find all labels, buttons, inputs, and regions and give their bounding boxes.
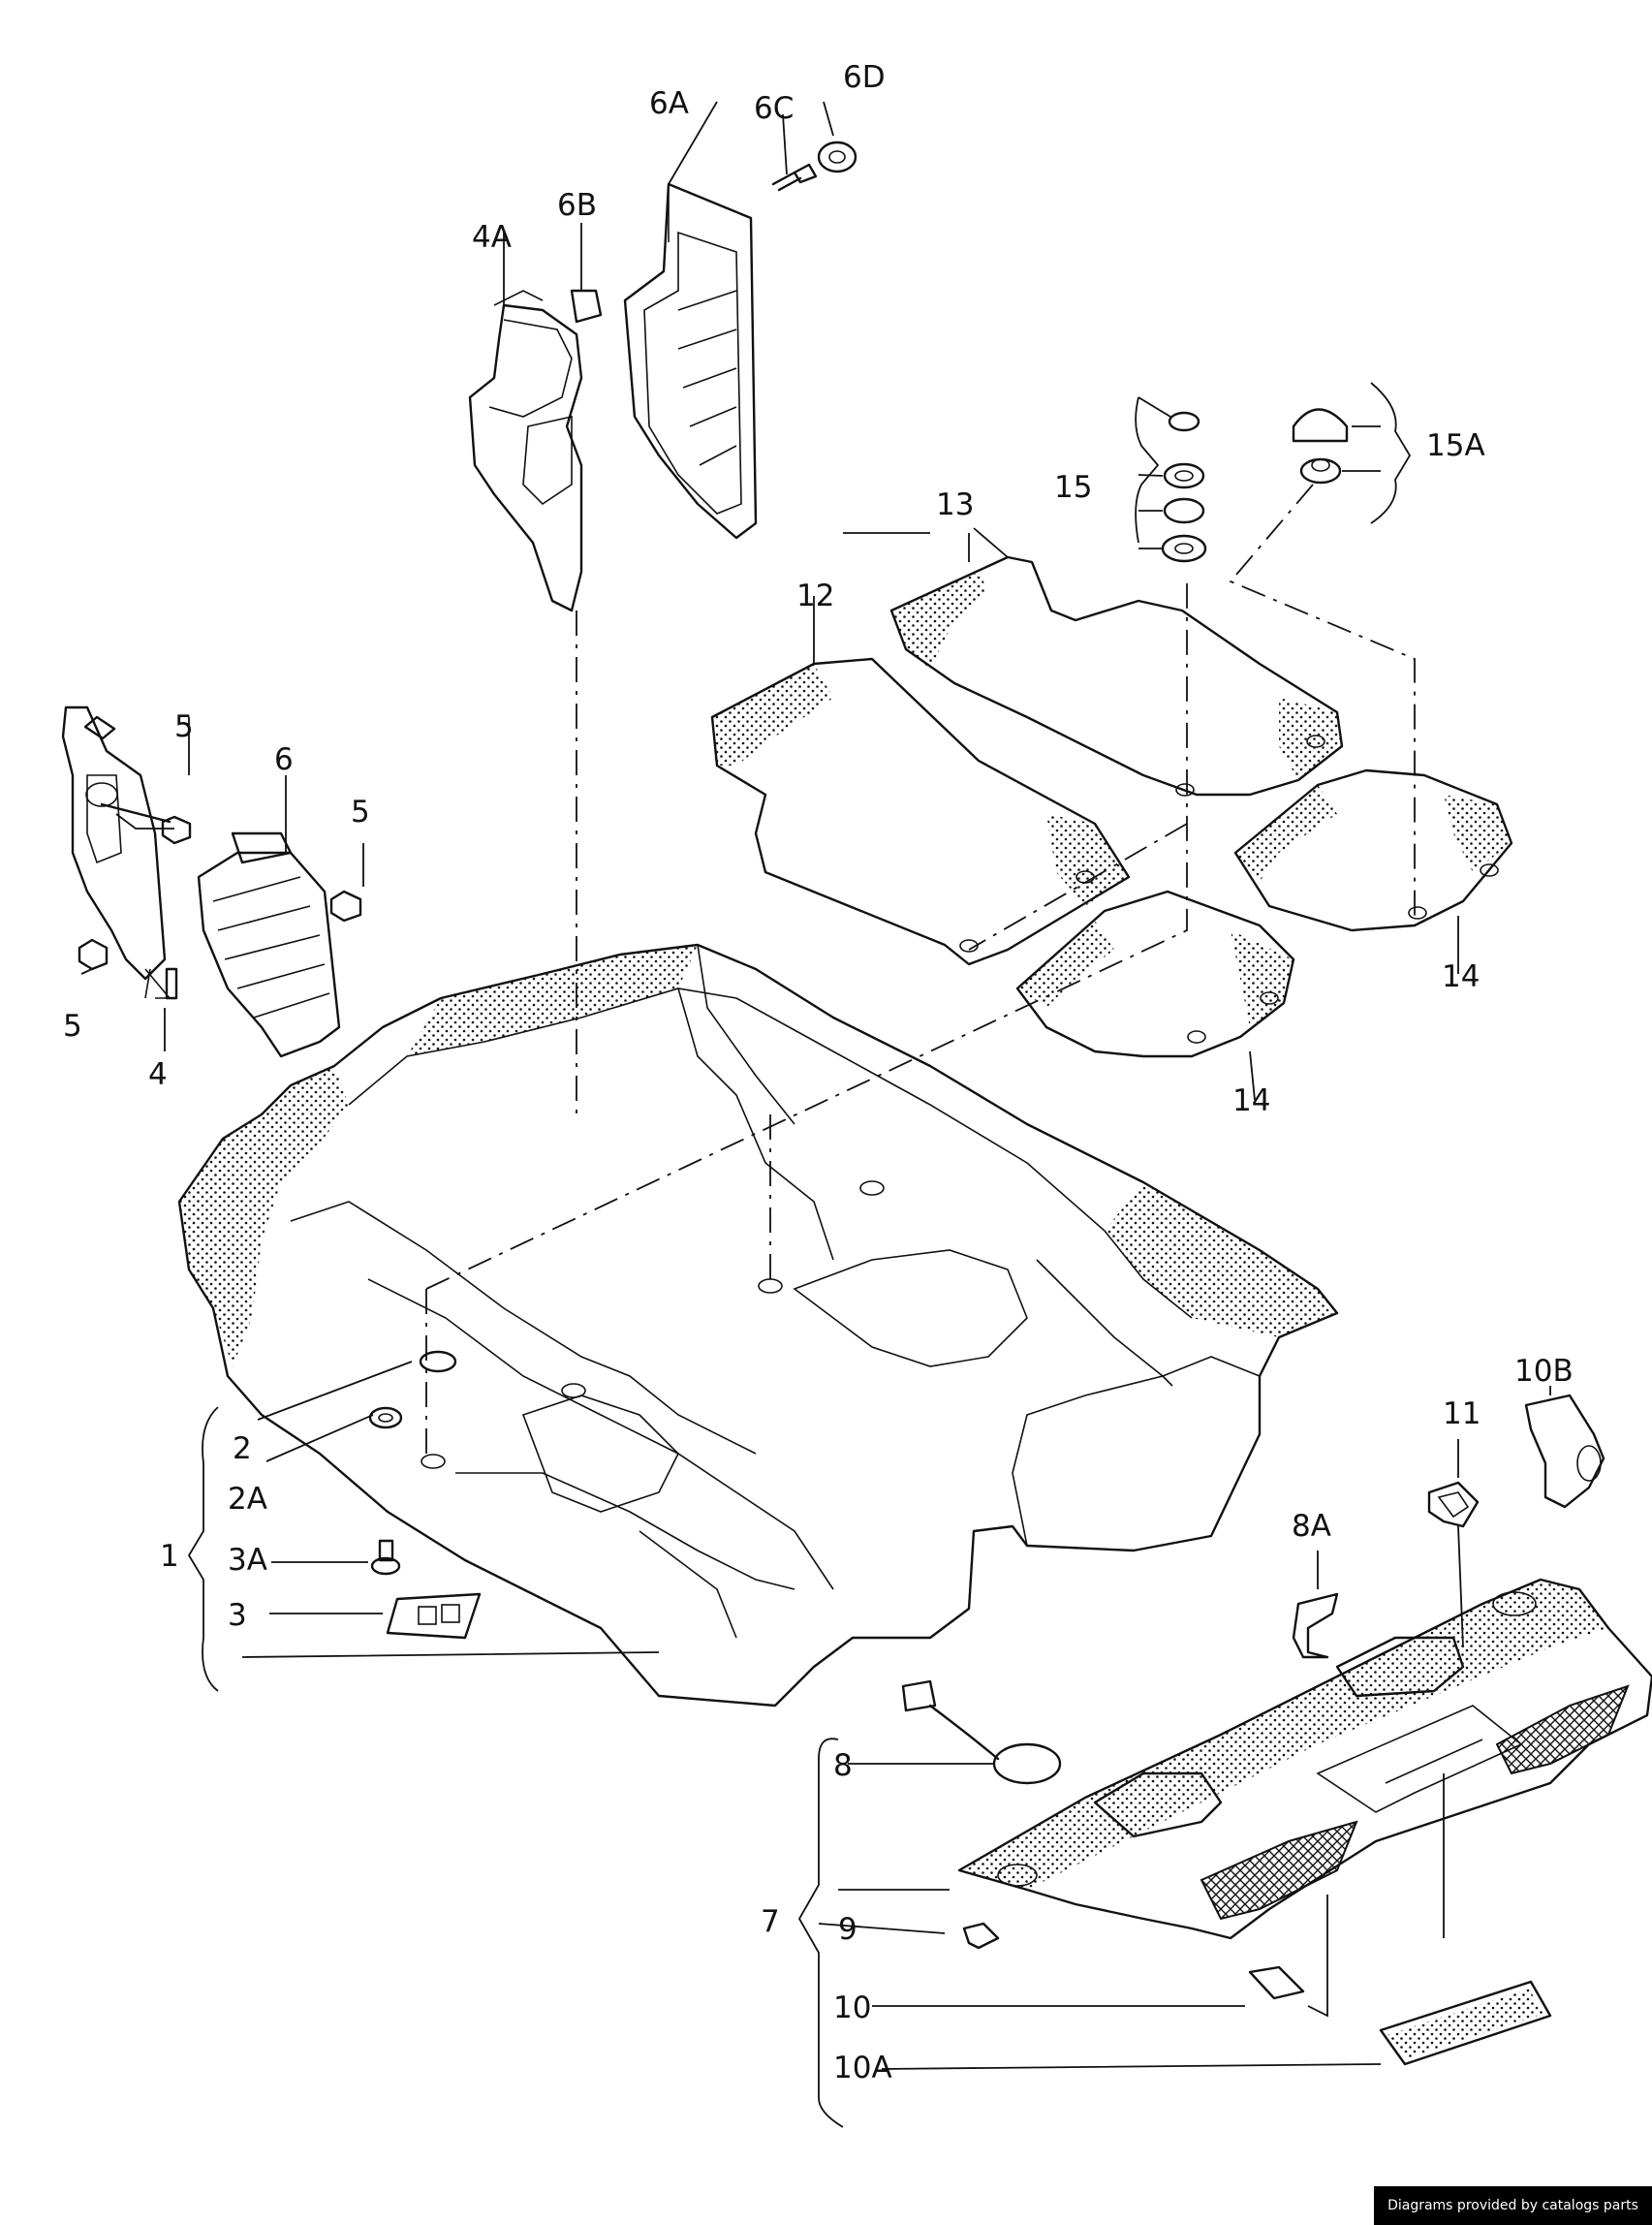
front-mat-12 xyxy=(710,657,1131,966)
rear-mat-14-left xyxy=(1015,890,1295,1058)
label-6b: 6B xyxy=(557,188,597,223)
clip-9 xyxy=(962,1922,1000,1950)
clip-2 xyxy=(419,1350,457,1373)
label-2a: 2A xyxy=(228,1482,267,1517)
bolts-5 xyxy=(78,715,362,1000)
label-3a: 3A xyxy=(228,1543,267,1578)
clips-15 xyxy=(1161,411,1207,563)
heel-plate-4a xyxy=(468,290,583,612)
cover-10b xyxy=(1524,1394,1605,1509)
floor-carpet xyxy=(177,943,1339,1708)
label-6: 6 xyxy=(274,742,294,777)
clip-2a xyxy=(368,1406,403,1429)
leader-lines xyxy=(80,101,1551,2128)
label-5-left: 5 xyxy=(63,1009,82,1044)
credit-footer: Diagrams provided by catalogs parts xyxy=(1374,2186,1652,2225)
label-6d: 6D xyxy=(843,60,886,95)
heel-plate-4 xyxy=(61,705,171,999)
label-6c: 6C xyxy=(754,91,794,126)
cover-11 xyxy=(1427,1481,1480,1528)
front-mat-13 xyxy=(889,555,1344,797)
label-15: 15 xyxy=(1054,470,1092,505)
clip-3a xyxy=(370,1539,401,1576)
label-9: 9 xyxy=(838,1912,857,1947)
label-8: 8 xyxy=(833,1748,853,1783)
heel-plate-6a xyxy=(623,182,758,540)
parcel-shelf xyxy=(957,1578,1652,1940)
label-10b: 10B xyxy=(1514,1354,1574,1389)
clip-10 xyxy=(1248,1965,1305,2000)
label-5-right: 5 xyxy=(351,795,370,830)
lamp-8 xyxy=(901,1679,1062,1785)
label-7: 7 xyxy=(761,1904,780,1939)
cover-10a xyxy=(1379,1980,1552,2066)
heel-plate-6 xyxy=(197,831,341,1058)
trim-8a xyxy=(1292,1592,1339,1659)
plate-3 xyxy=(386,1592,482,1640)
label-4a: 4A xyxy=(472,220,512,255)
part-labels: 6D 6A 6C 6B 4A 15A 15 13 12 5 6 5 5 4 14… xyxy=(63,60,1574,2085)
rear-mat-14-right xyxy=(1233,768,1513,932)
label-13: 13 xyxy=(936,487,974,522)
label-2: 2 xyxy=(233,1431,252,1466)
label-11: 11 xyxy=(1443,1396,1481,1431)
label-15a: 15A xyxy=(1426,428,1485,463)
label-3: 3 xyxy=(228,1598,247,1633)
nut-6d xyxy=(817,141,857,173)
screw-6c xyxy=(771,163,818,192)
label-14-right: 14 xyxy=(1442,959,1480,994)
assembly-lines xyxy=(425,484,1416,1454)
label-4: 4 xyxy=(148,1057,168,1092)
label-12: 12 xyxy=(796,579,834,613)
clip-6b xyxy=(570,289,603,324)
label-14-left: 14 xyxy=(1232,1083,1270,1118)
label-8a: 8A xyxy=(1292,1509,1331,1544)
label-1: 1 xyxy=(160,1539,179,1574)
label-5-top: 5 xyxy=(174,709,194,744)
label-10: 10 xyxy=(833,1990,871,2025)
clips-15a xyxy=(1292,408,1349,485)
label-6a: 6A xyxy=(649,86,689,121)
label-10a: 10A xyxy=(833,2051,892,2085)
